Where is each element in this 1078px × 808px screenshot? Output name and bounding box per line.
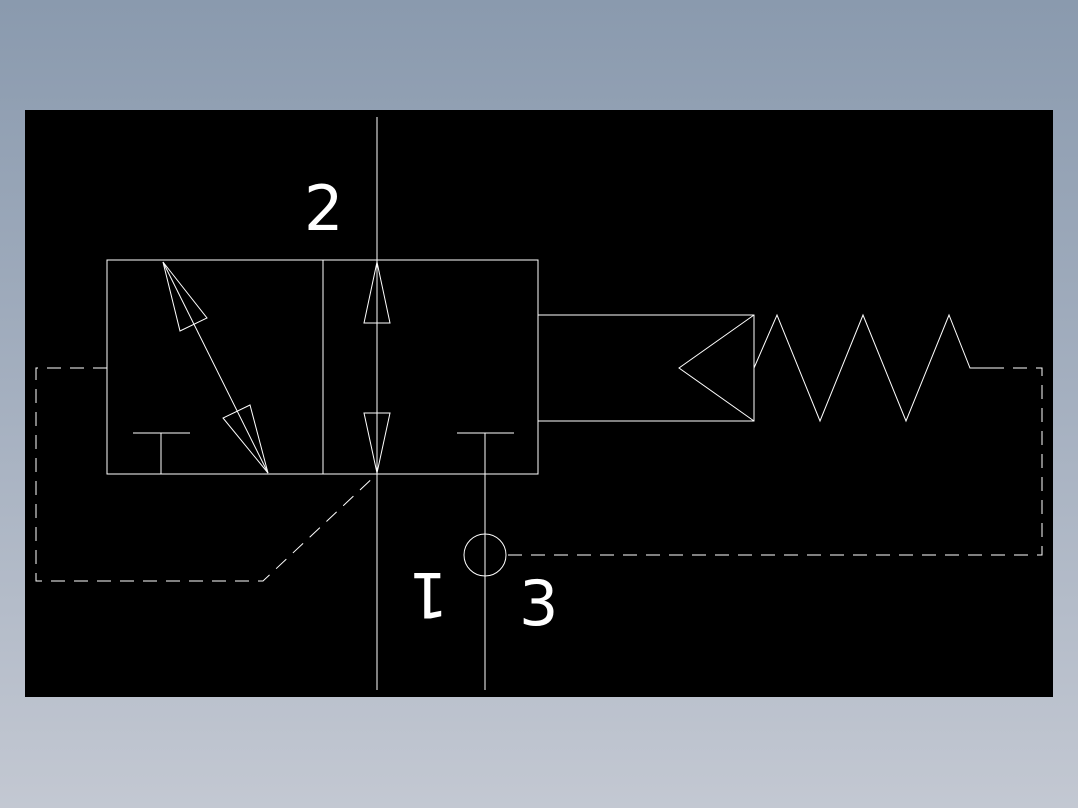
actuator-housing (538, 314, 755, 422)
spring-zigzag (753, 313, 990, 423)
port-2-label: 2 (304, 172, 343, 245)
actuator-wedge (678, 314, 755, 422)
blocked-port-left (133, 432, 190, 474)
exhaust-port-circle (463, 533, 507, 577)
vertical-flow-arrow (363, 261, 391, 474)
diagonal-flow-line (162, 261, 269, 474)
vertical-arrowhead-up (363, 261, 391, 324)
diagonal-arrowhead-up (162, 261, 208, 332)
pilot-line-right (507, 367, 1043, 556)
port-1-label: 1 (409, 558, 448, 631)
vertical-arrowhead-down (363, 412, 391, 474)
drawing-canvas (25, 110, 1053, 697)
diagonal-flow-arrow (162, 261, 269, 474)
port-3-label: 3 (519, 567, 558, 640)
spring-actuator (538, 313, 990, 423)
diagonal-arrowhead-down (222, 404, 269, 474)
valve-body (106, 259, 539, 475)
pilot-line-left (35, 367, 378, 582)
